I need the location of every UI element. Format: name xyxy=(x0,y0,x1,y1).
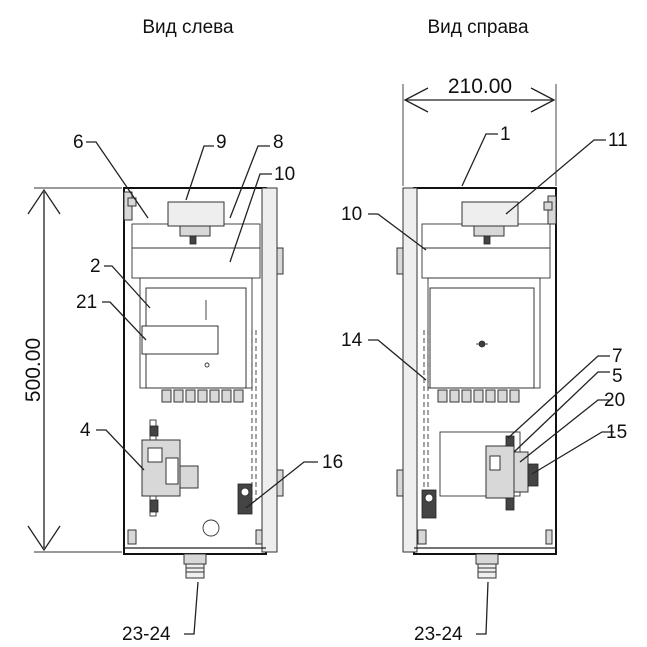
right-hinge-top xyxy=(396,247,404,275)
width-dimension: 210.00 xyxy=(448,75,512,98)
right-heater xyxy=(429,287,535,389)
left-label-8: 8 xyxy=(273,132,284,153)
right-label-14: 14 xyxy=(341,330,363,351)
left-view-title: Вид слева xyxy=(142,17,234,38)
right-label-15: 15 xyxy=(606,422,627,443)
right-label-20: 20 xyxy=(604,390,625,411)
right-label-5: 5 xyxy=(612,366,623,387)
left-thermostat-knob xyxy=(179,225,211,237)
right-cable-gland xyxy=(475,553,499,565)
left-hinge-top xyxy=(276,247,284,275)
left-thermostat-screw xyxy=(189,235,197,245)
left-label-2: 2 xyxy=(90,256,101,277)
left-label-9: 9 xyxy=(216,132,227,153)
right-thermostat xyxy=(461,201,519,227)
left-label-10: 10 xyxy=(274,164,295,185)
right-label-11: 11 xyxy=(608,130,628,151)
right-view: 210.00 1 11 10 14 7 5 20 15 23-24 xyxy=(341,75,628,645)
left-label-16: 16 xyxy=(322,452,343,473)
left-label-6: 6 xyxy=(73,132,84,153)
right-label-10: 10 xyxy=(341,204,362,225)
left-label-4: 4 xyxy=(80,420,91,441)
right-door-panel xyxy=(402,187,418,553)
right-label-1: 1 xyxy=(500,124,511,145)
right-breaker xyxy=(485,445,515,499)
left-top-bolt xyxy=(127,197,137,207)
right-label-23-24: 23-24 xyxy=(414,624,463,645)
left-label-21: 21 xyxy=(76,292,97,313)
height-dimension: 500.00 xyxy=(22,338,45,402)
left-label-23-24: 23-24 xyxy=(122,624,171,645)
left-view: 500.00 6 9 8 10 2 21 4 16 23-24 xyxy=(22,132,343,645)
right-label-7: 7 xyxy=(612,346,623,367)
left-heater-label xyxy=(141,325,219,355)
left-cable-gland xyxy=(183,553,207,565)
right-view-title: Вид справа xyxy=(427,17,528,38)
left-bottom-hole xyxy=(202,519,220,537)
right-terminal-row xyxy=(437,389,520,403)
left-door-panel xyxy=(261,187,278,553)
right-hinge-bottom xyxy=(396,469,404,497)
left-thermostat xyxy=(167,201,225,227)
left-terminal-row xyxy=(161,389,244,403)
